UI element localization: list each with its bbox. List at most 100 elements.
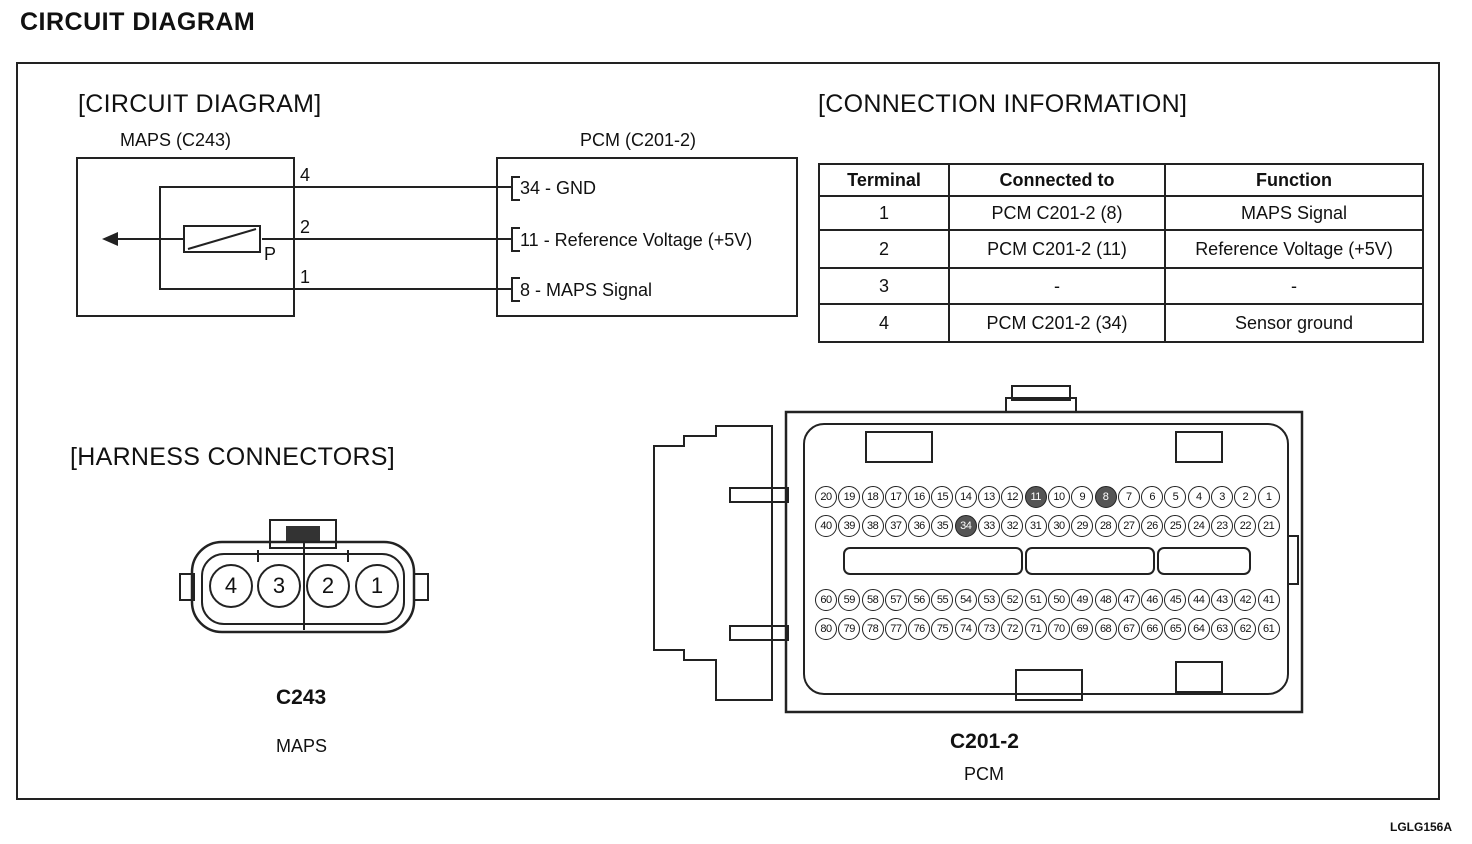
c201-2-pin: 42 [1234,589,1257,611]
table-cell: PCM C201-2 (34) [948,303,1166,343]
header-connected-to: Connected to [948,163,1166,197]
c201-2-pin: 65 [1164,618,1187,640]
sensor-symbol: P [264,244,277,264]
header-function: Function [1164,163,1424,197]
c201-2-pin: 61 [1257,618,1280,640]
c201-2-pin: 41 [1257,589,1280,611]
pcm-terminal-signal: 8 - MAPS Signal [520,280,653,300]
c201-2-pin: 2 [1234,486,1257,508]
c201-2-pin: 62 [1234,618,1257,640]
c201-2-pin: 73 [978,618,1001,640]
table-cell: 1 [818,195,950,231]
c201-2-pin: 27 [1117,515,1140,537]
table-cell: - [1164,267,1424,305]
c201-2-pin: 7 [1117,486,1140,508]
c243-connector-description: MAPS [276,736,328,756]
c201-2-connector-name: C201-2 [950,730,1019,753]
c243-pin-2: 2 [306,564,350,608]
table-row: 4 PCM C201-2 (34) Sensor ground [818,303,1424,343]
c201-2-pin: 54 [954,589,977,611]
maps-pin-4: 4 [300,165,311,185]
c201-2-pin: 36 [908,515,931,537]
c201-2-pin: 12 [1001,486,1024,508]
c201-2-pin: 25 [1164,515,1187,537]
circuit-section-heading: [CIRCUIT DIAGRAM] [78,90,322,118]
c201-2-pin: 31 [1024,515,1047,537]
table-cell: Sensor ground [1164,303,1424,343]
c201-2-pin: 52 [1001,589,1024,611]
c201-2-pin: 38 [861,515,884,537]
c201-2-pin: 45 [1164,589,1187,611]
c201-2-pin: 67 [1117,618,1140,640]
maps-component-label: MAPS (C243) [120,130,232,150]
c201-2-pin: 71 [1024,618,1047,640]
pcm-component-label: PCM (C201-2) [580,130,697,150]
c201-2-pin: 51 [1024,589,1047,611]
c243-pin-4: 4 [209,564,253,608]
c201-2-pin: 79 [838,618,861,640]
table-row: 2 PCM C201-2 (11) Reference Voltage (+5V… [818,229,1424,269]
c201-2-pin: 23 [1211,515,1234,537]
c201-2-pin: 75 [931,618,954,640]
c201-2-pin: 14 [954,486,977,508]
c201-2-pin: 78 [861,618,884,640]
c201-2-pin: 11 [1024,486,1047,508]
c201-2-pin: 9 [1071,486,1094,508]
table-cell: PCM C201-2 (8) [948,195,1166,231]
c201-2-pin: 26 [1141,515,1164,537]
c201-2-pin: 43 [1211,589,1234,611]
c201-2-pin: 34 [954,515,977,537]
c201-2-pin: 59 [838,589,861,611]
figure-code: LGLG156A [1389,820,1452,834]
c201-2-pin: 40 [815,515,837,537]
c201-2-connector-description: PCM [964,764,1004,784]
c201-2-pin: 69 [1071,618,1094,640]
c201-2-pin: 20 [815,486,837,508]
c201-2-pin: 60 [815,589,837,611]
c201-2-pin: 37 [884,515,907,537]
c201-2-pin: 80 [815,618,837,640]
c201-2-pin: 70 [1047,618,1070,640]
c201-2-pin: 55 [931,589,954,611]
c201-2-pin: 46 [1141,589,1164,611]
c201-2-pin: 47 [1117,589,1140,611]
circuit-wiring [76,157,798,317]
c201-2-pin: 19 [838,486,861,508]
c201-2-pin: 39 [838,515,861,537]
c201-2-pin: 29 [1071,515,1094,537]
c243-pin-3: 3 [257,564,301,608]
table-cell: PCM C201-2 (11) [948,229,1166,269]
page-title: CIRCUIT DIAGRAM [20,8,256,36]
table-cell: 3 [818,267,950,305]
c201-2-pin: 50 [1047,589,1070,611]
c201-2-pin: 17 [884,486,907,508]
c201-2-pin: 64 [1187,618,1210,640]
c201-2-pin: 57 [884,589,907,611]
pcm-terminal-reference: 11 - Reference Voltage (+5V) [520,230,753,250]
table-row: 1 PCM C201-2 (8) MAPS Signal [818,195,1424,231]
maps-sensor-box [76,157,295,317]
connection-table: Terminal Connected to Function 1 PCM C20… [818,163,1424,343]
c201-2-pin: 68 [1094,618,1117,640]
c201-2-pin: 8 [1094,486,1117,508]
c201-2-pin: 33 [978,515,1001,537]
table-row: 3 - - [818,267,1424,305]
c201-2-pin: 53 [978,589,1001,611]
c201-2-pin: 49 [1071,589,1094,611]
header-terminal: Terminal [818,163,950,197]
c201-2-pin: 76 [908,618,931,640]
c201-2-pin: 56 [908,589,931,611]
c201-2-pin: 48 [1094,589,1117,611]
c201-2-pin: 15 [931,486,954,508]
c201-2-pin: 21 [1257,515,1280,537]
table-cell: Reference Voltage (+5V) [1164,229,1424,269]
c201-2-pin: 16 [908,486,931,508]
c243-connector-name: C243 [276,686,327,709]
c201-2-pin: 10 [1047,486,1070,508]
c201-2-pin: 18 [861,486,884,508]
connection-section-heading: [CONNECTION INFORMATION] [818,90,1188,118]
maps-pin-1: 1 [300,267,311,287]
c243-pin-1: 1 [355,564,399,608]
